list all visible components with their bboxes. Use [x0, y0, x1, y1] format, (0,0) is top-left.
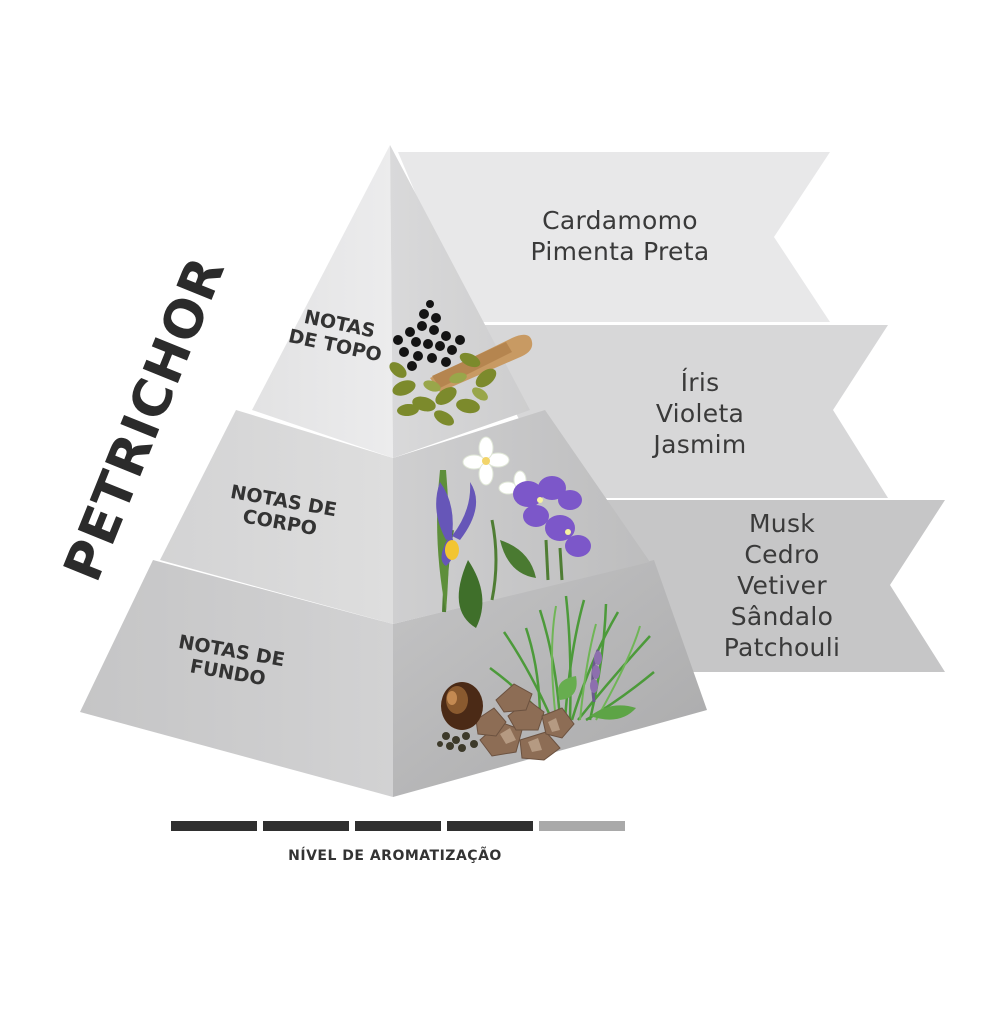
meter-segment-filled — [263, 821, 349, 831]
note-item: Musk — [748, 509, 816, 538]
meter-segment-filled — [171, 821, 257, 831]
base-notes-list: Musk Cedro Vetiver Sândalo Patchouli — [682, 508, 882, 663]
meter-segment-filled — [447, 821, 533, 831]
pyramid-top-tier-right — [390, 145, 530, 458]
note-item: Íris — [680, 368, 720, 397]
intensity-meter — [171, 821, 631, 833]
pyramid-heart-tier-left — [160, 410, 393, 624]
note-item: Cedro — [744, 540, 820, 569]
iris-violet-jasmine-flowers-icon — [436, 436, 591, 628]
cardamom-pepper-scoop-icon — [389, 300, 533, 426]
woods-grass-resin-icon — [437, 595, 655, 761]
note-item: Patchouli — [723, 633, 841, 662]
top-notes-list: Cardamomo Pimenta Preta — [470, 205, 770, 267]
pyramid-base-tier-left — [80, 560, 393, 797]
note-item: Violeta — [655, 399, 745, 428]
meter-segment-empty — [539, 821, 625, 831]
ribbon-top — [398, 152, 830, 322]
intensity-caption: NÍVEL DE AROMATIZAÇÃO — [288, 848, 502, 864]
note-item: Vetiver — [737, 571, 827, 600]
note-item: Jasmim — [653, 430, 747, 459]
heart-notes-list: Íris Violeta Jasmim — [600, 367, 800, 460]
pyramid-heart-tier-right — [393, 410, 650, 624]
note-item: Sândalo — [730, 602, 834, 631]
note-item: Pimenta Preta — [530, 237, 710, 266]
note-item: Cardamomo — [542, 206, 698, 235]
meter-segment-filled — [355, 821, 441, 831]
pyramid-top-tier-left — [252, 145, 393, 458]
